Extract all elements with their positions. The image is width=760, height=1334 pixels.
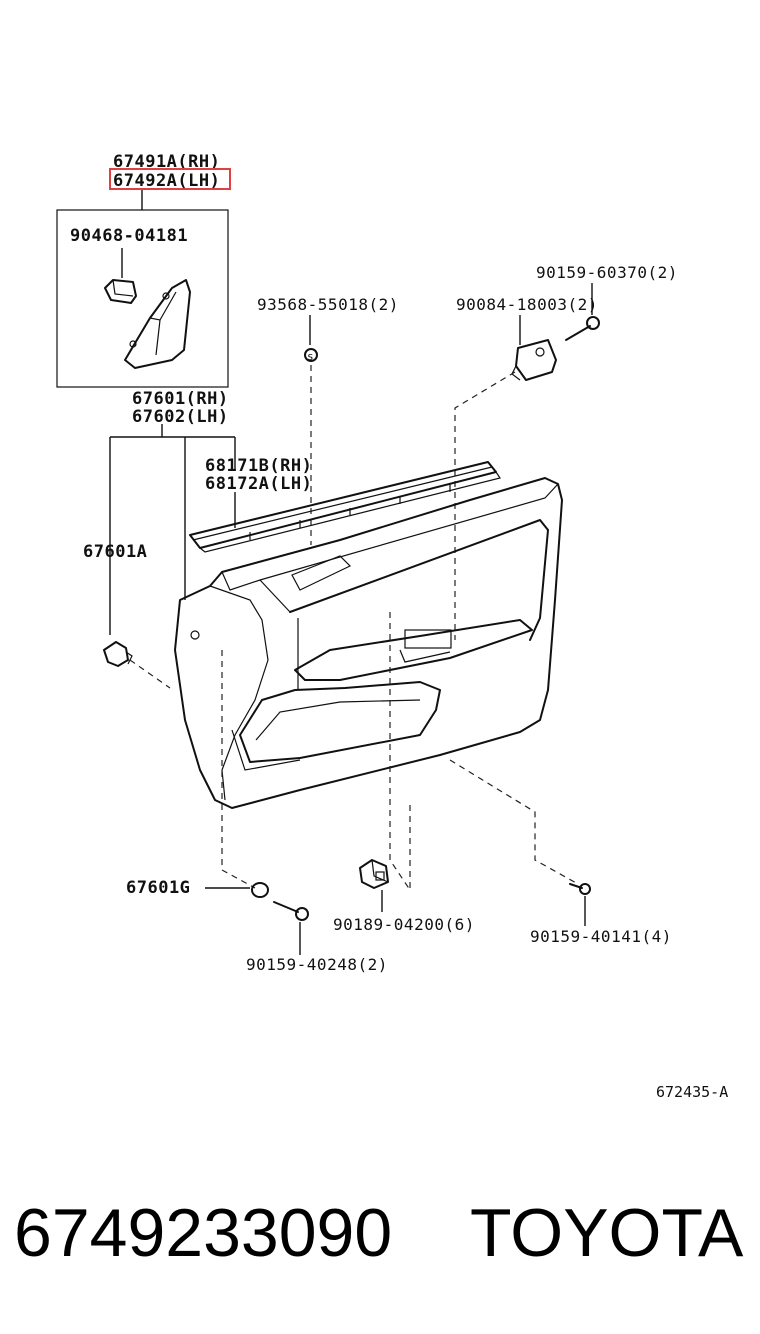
corner-trim-part: [124, 279, 191, 369]
weatherstrip-part: [189, 461, 501, 553]
label-board-lh: 67602(LH): [132, 407, 229, 427]
label-trim-lh: 67492A(LH): [113, 171, 220, 191]
dashed-cap: [221, 650, 256, 889]
clip-bottom-part: [359, 859, 389, 889]
diagram-ref-code: 672435-A: [656, 1083, 728, 1101]
label-board-rh: 67601(RH): [132, 389, 229, 409]
dashed-screw-right: [449, 759, 579, 885]
label-screw-bottom-right: 90159-40141(4): [530, 927, 672, 946]
label-screw-top: 90159-60370(2): [536, 263, 678, 282]
label-bracket: 90084-18003(2): [456, 295, 598, 314]
part-number: 6749233090: [14, 1195, 392, 1271]
cap-part: [251, 882, 269, 898]
dashed-bracket: [454, 371, 516, 640]
dashed-clip-bottom: [389, 612, 411, 892]
clip-top-part: s: [304, 348, 318, 363]
screw-right-part: [569, 883, 591, 895]
board-clip-part: [103, 641, 133, 667]
label-clip-top: 93568-55018(2): [257, 295, 399, 314]
inset-box: [56, 209, 229, 388]
label-weatherstrip-rh: 68171B(RH): [205, 456, 312, 476]
label-weatherstrip-lh: 68172A(LH): [205, 474, 312, 494]
dashed-board-clip: [129, 659, 171, 689]
label-trim-rh: 67491A(RH): [113, 152, 220, 172]
bracket-part: [511, 339, 557, 381]
label-clip-bracket: 90468-04181: [70, 226, 188, 246]
brand-name: TOYOTA: [470, 1195, 744, 1271]
inset-clip-part: [104, 279, 137, 304]
screw-bottom-part: [273, 901, 309, 921]
label-board-clip: 67601A: [83, 542, 147, 562]
label-clip-bottom: 90189-04200(6): [333, 915, 475, 934]
label-cap: 67601G: [126, 878, 190, 898]
screw-top-part: [565, 316, 600, 341]
highlight-box: [109, 168, 231, 190]
door-trim-board: [174, 477, 563, 809]
svg-text:s: s: [307, 350, 314, 363]
label-screw-bottom: 90159-40248(2): [246, 955, 388, 974]
leader-board: [109, 424, 236, 635]
